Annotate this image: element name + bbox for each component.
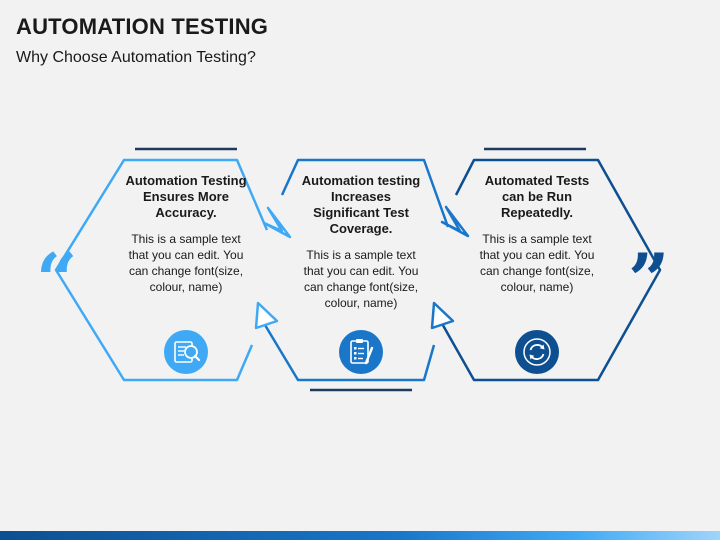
step-card-3: Automated Tests can be Run Repeatedly. T… [472,173,602,295]
hexagon-step-3 [438,158,662,382]
page-title: AUTOMATION TESTING [16,14,269,39]
step-body-1: This is a sample text that you can edit.… [128,232,244,294]
clipboard-pen-icon [339,330,383,374]
close-quote-mark: ” [628,237,669,322]
repeat-cycle-icon [515,330,559,374]
step-heading-3: Automated Tests can be Run Repeatedly. [484,173,590,220]
arrowhead-1-to-2 [262,206,292,239]
open-quote-mark: “ [36,237,77,322]
checklist-magnifier-icon [164,330,208,374]
hexagon-step-1 [54,158,269,382]
step-card-1: Automation Testing Ensures More Accuracy… [121,173,251,295]
step-body-3: This is a sample text that you can edit.… [479,232,595,294]
arrowhead-2-to-3 [440,205,470,238]
page-subtitle: Why Choose Automation Testing? [16,49,256,66]
step-card-2: Automation testing Increases Significant… [296,173,426,311]
step-heading-2: Automation testing Increases Significant… [301,173,421,236]
arrowhead-3-to-2 [430,301,455,330]
footer-gradient-bar [0,531,720,540]
step-body-2: This is a sample text that you can edit.… [303,248,419,310]
hexagon-step-2 [260,158,450,382]
arrowhead-2-to-1 [254,301,279,330]
step-heading-1: Automation Testing Ensures More Accuracy… [125,173,247,220]
